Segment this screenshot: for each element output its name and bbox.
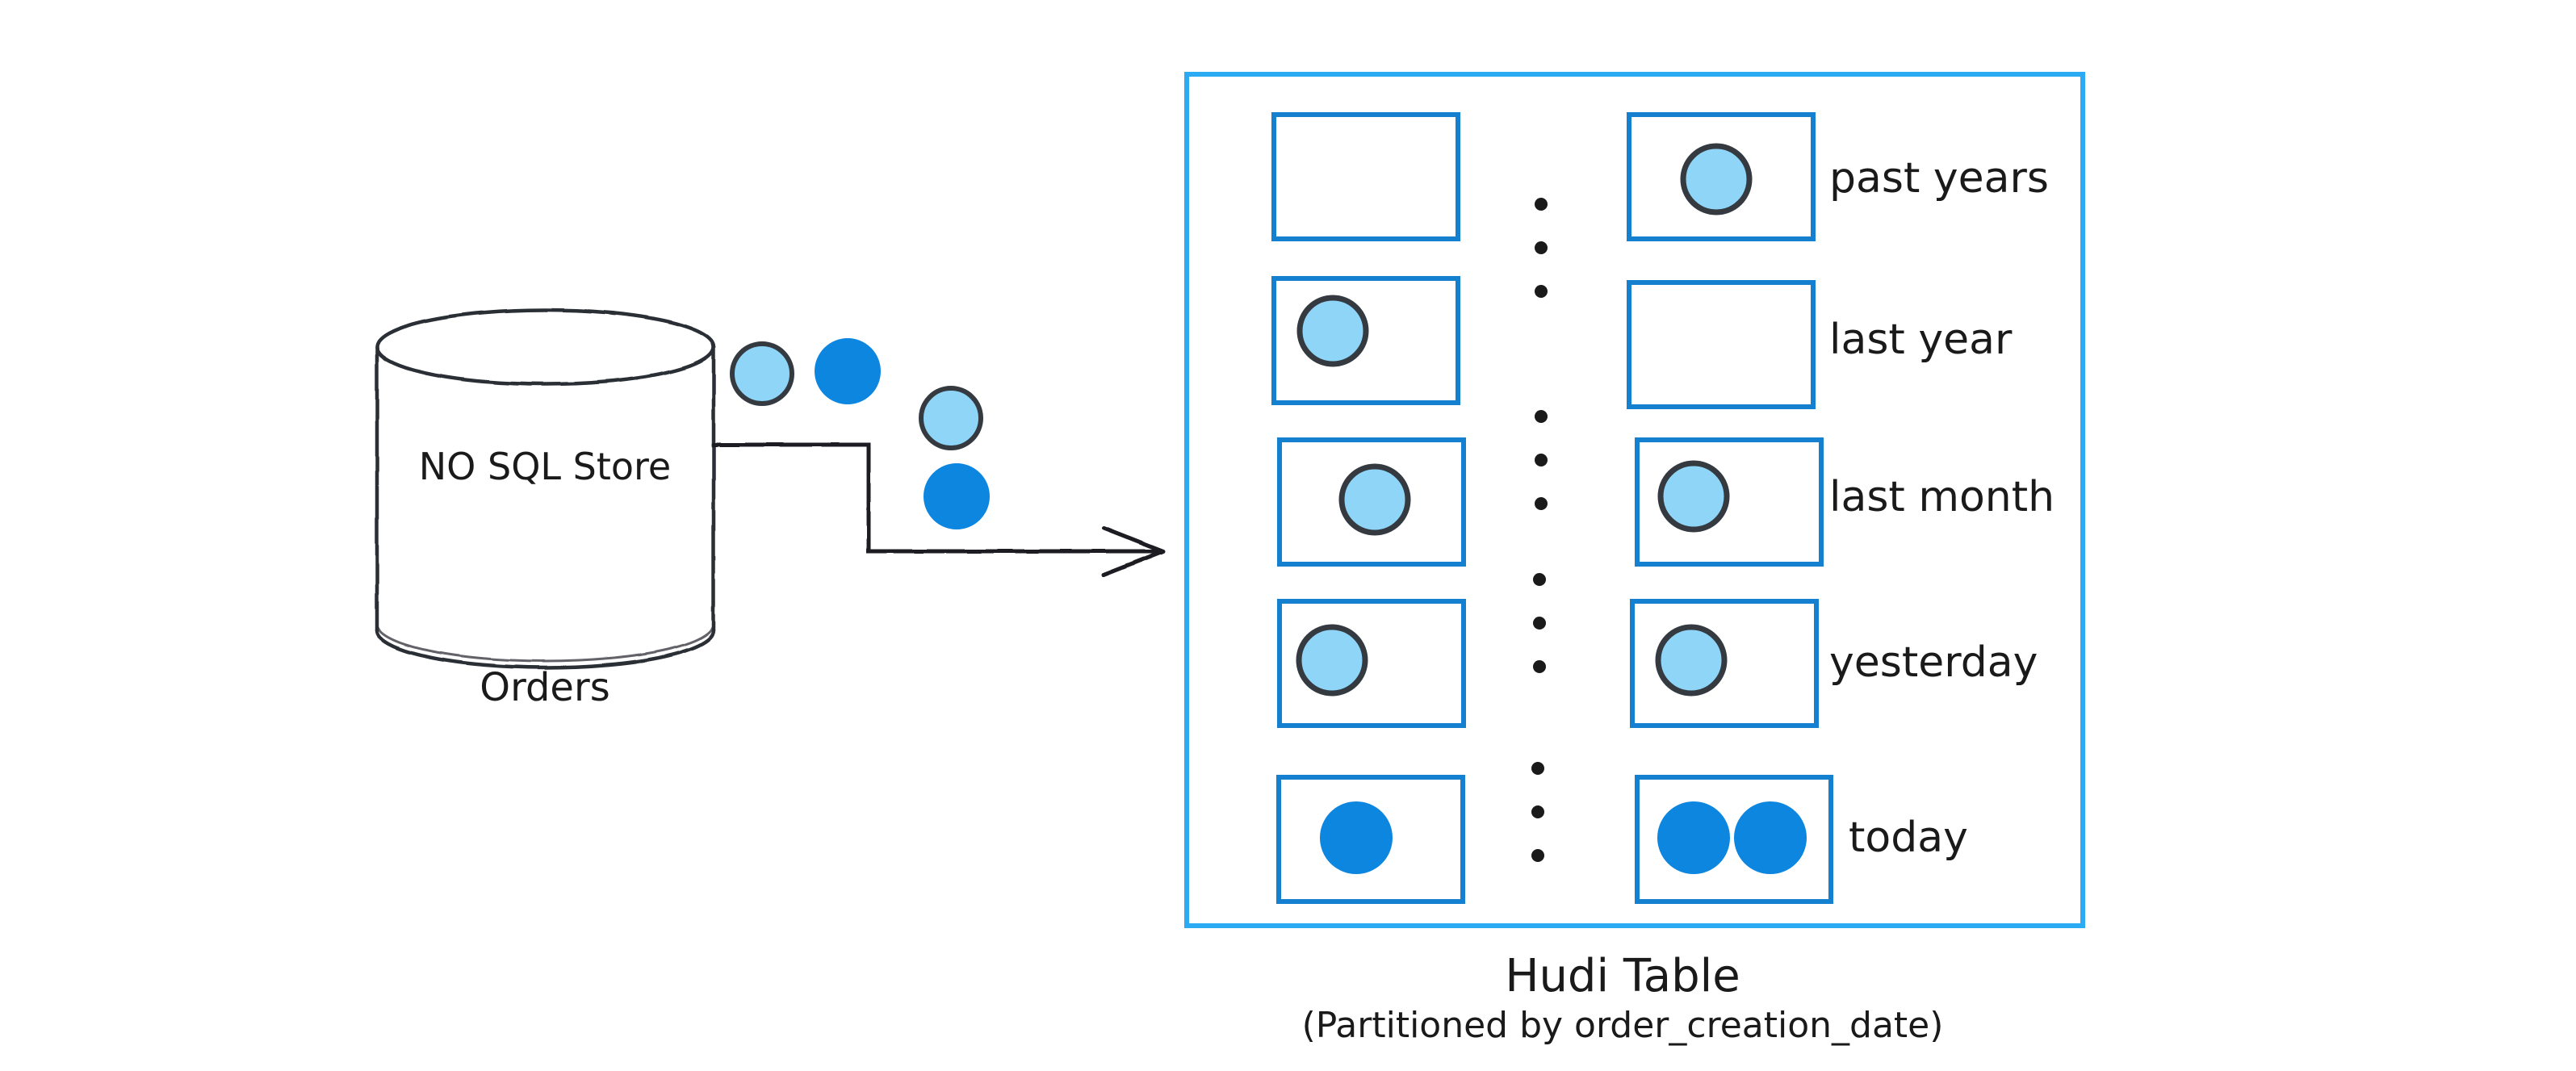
ellipsis-group-2 <box>1535 410 1548 510</box>
partition-right-box <box>1627 280 1816 409</box>
ellipsis-group-3 <box>1533 573 1546 673</box>
record-dark <box>1734 801 1807 874</box>
record-light <box>1296 295 1369 367</box>
record-light <box>1680 143 1753 215</box>
record-light-1 <box>730 341 794 406</box>
nosql-store-label: NO SQL Store <box>419 445 671 488</box>
ellipsis-group-1 <box>1535 198 1548 298</box>
record-light <box>1655 624 1728 697</box>
orders-label: Orders <box>480 665 609 710</box>
record-light <box>1296 624 1368 697</box>
record-dark-1 <box>815 338 881 404</box>
record-dark <box>1657 801 1730 874</box>
partition-label: last month <box>1829 473 2055 521</box>
record-dark <box>1320 801 1393 874</box>
partition-row-past-years: past years <box>1271 112 2049 241</box>
partition-label: last year <box>1829 316 2013 364</box>
partition-label: yesterday <box>1829 638 2038 687</box>
in-flight-records <box>730 338 990 529</box>
hudi-table-subtitle: (Partitioned by order_creation_date) <box>1302 1005 1944 1046</box>
partition-label: today <box>1849 814 1968 862</box>
record-dark-2 <box>924 463 990 529</box>
partition-label: past years <box>1829 154 2049 203</box>
hudi-table-title: Hudi Table <box>1505 950 1740 1002</box>
partition-left-box <box>1271 112 1460 241</box>
partition-row-last-year: last year <box>1271 276 2013 409</box>
record-light <box>1657 460 1730 533</box>
nosql-store-cylinder <box>375 307 716 670</box>
hudi-table-container <box>1184 72 2085 928</box>
ellipsis-group-4 <box>1531 762 1544 862</box>
ingest-arrow <box>711 442 1166 577</box>
record-light <box>1338 463 1411 536</box>
partition-row-last-month: last month <box>1277 437 2055 567</box>
record-light-2 <box>919 386 983 450</box>
partition-row-yesterday: yesterday <box>1277 599 2038 728</box>
partition-row-today: today <box>1276 775 1968 904</box>
